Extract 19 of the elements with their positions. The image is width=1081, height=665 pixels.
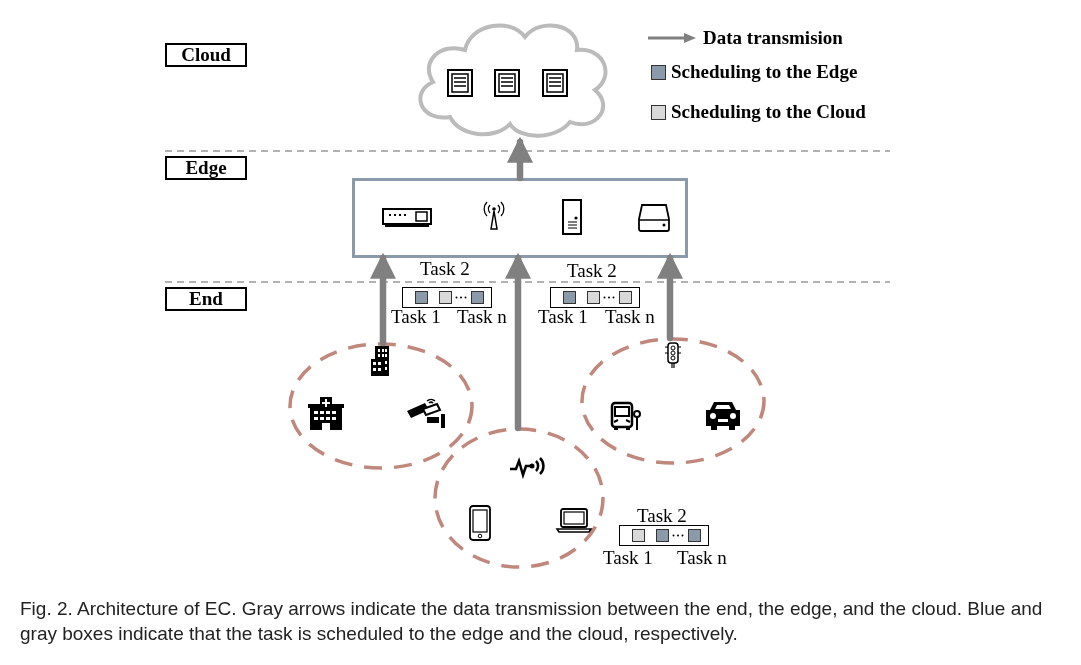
figure-caption: Fig. 2. Architecture of EC. Gray arrows indicate the data transmission between the end, the edge, and the cloud. Blue and gray boxes indicate that the task is scheduled to the edge and the cloud, respectively. bbox=[20, 597, 1044, 646]
task-label: Task n bbox=[605, 307, 655, 327]
arrow bbox=[505, 252, 531, 432]
legend-text: Scheduling to the Cloud bbox=[671, 101, 866, 123]
task-label: Task 2 bbox=[420, 259, 470, 279]
task-label: Task n bbox=[457, 307, 507, 327]
layer-label: Edge bbox=[165, 156, 247, 180]
legend-text: Data transmision bbox=[703, 27, 843, 49]
arrow bbox=[657, 252, 683, 342]
layer-label: End bbox=[165, 287, 247, 311]
task-label: Task n bbox=[677, 548, 727, 568]
task-label: Task 1 bbox=[391, 307, 441, 327]
legend-text: Scheduling to the Edge bbox=[671, 61, 858, 83]
layer-label: Cloud bbox=[165, 43, 247, 67]
task-label: Task 1 bbox=[603, 548, 653, 568]
task-label: Task 1 bbox=[538, 307, 588, 327]
arrow bbox=[370, 252, 396, 347]
task-label: Task 2 bbox=[567, 261, 617, 281]
task-label: Task 2 bbox=[637, 506, 687, 526]
